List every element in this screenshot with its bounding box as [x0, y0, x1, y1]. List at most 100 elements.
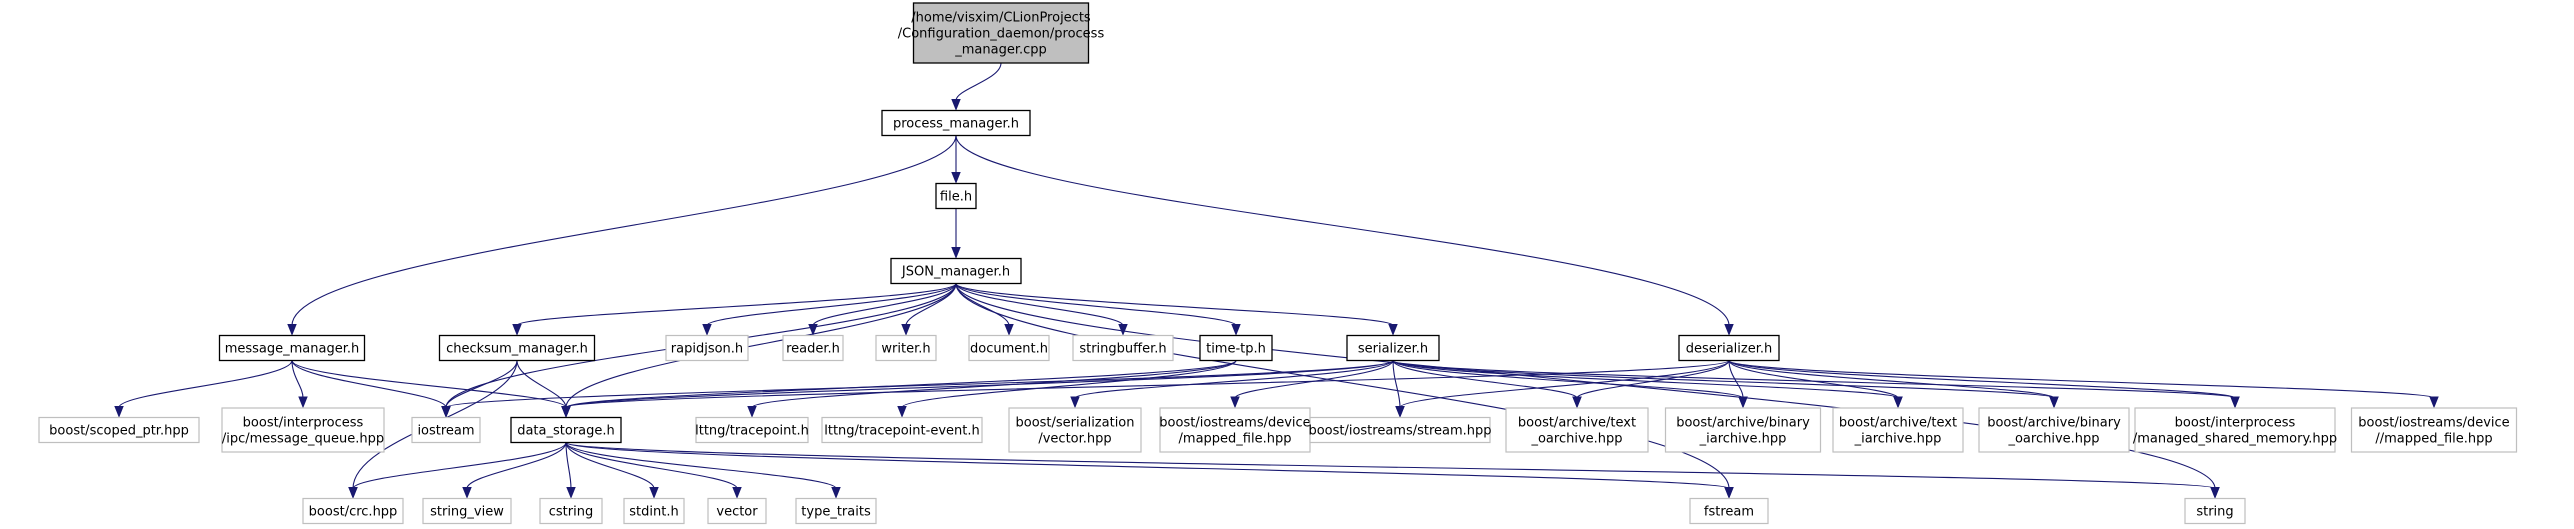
node-box — [1309, 416, 1491, 444]
edge-arrowhead — [348, 487, 358, 499]
node-serializer-h[interactable]: serializer.h — [1346, 334, 1440, 362]
edge-time-tp-h-to-lttng-tracepoint-event — [897, 360, 1237, 418]
node-serialization-vector: boost/serialization/vector.hpp — [1008, 407, 1142, 453]
edge-deserializer-h-to-mapped-file-2 — [1728, 359, 2439, 409]
edge-serializer-h-to-binary-oarchive — [1392, 359, 2059, 409]
edge-line — [118, 360, 293, 408]
node-box — [795, 497, 877, 525]
edge-process-manager-h-to-deserializer-h — [955, 135, 1734, 336]
edge-line — [565, 442, 655, 489]
node-root[interactable]: /home/visxim/CLionProjects/Configuration… — [898, 2, 1105, 64]
edge-data-storage-h-to-cstring — [565, 442, 576, 499]
node-label: /managed_shared_memory.hpp — [2133, 432, 2337, 447]
node-box — [1664, 407, 1822, 453]
node-message-manager-h[interactable]: message_manager.h — [218, 334, 366, 362]
edge-line — [445, 360, 518, 408]
edge-arrowhead — [2429, 396, 2439, 409]
node-label: reader.h — [786, 342, 840, 357]
edge-line — [1399, 360, 1730, 409]
node-label: checksum_manager.h — [446, 342, 588, 357]
node-file-h[interactable]: file.h — [935, 182, 977, 210]
node-deserializer-h[interactable]: deserializer.h — [1678, 334, 1780, 362]
edge-arrowhead — [561, 406, 571, 418]
node-label: serializer.h — [1358, 342, 1428, 357]
node-label: /home/visxim/CLionProjects — [911, 11, 1091, 26]
node-checksum-manager-h[interactable]: checksum_manager.h — [438, 334, 596, 362]
node-label: data_storage.h — [517, 424, 615, 439]
node-label: type_traits — [801, 505, 871, 520]
node-box — [875, 334, 937, 362]
edge-arrowhead — [1724, 324, 1734, 336]
node-label: time-tp.h — [1206, 342, 1266, 357]
edge-line — [1728, 359, 2236, 399]
edge-line — [565, 442, 2216, 490]
node-type-traits: type_traits — [795, 497, 877, 525]
edge-arrowhead — [831, 487, 841, 499]
edge-arrowhead — [512, 324, 522, 336]
edge-line — [955, 283, 1124, 327]
edge-line — [1728, 359, 2435, 399]
edge-arrowhead — [951, 99, 961, 111]
node-label: vector — [716, 505, 758, 520]
edge-data-storage-h-to-string — [565, 442, 2220, 499]
node-json-manager-h[interactable]: JSON_manager.h — [890, 257, 1022, 285]
node-box — [1832, 407, 1964, 453]
node-box — [935, 182, 977, 210]
edge-arrowhead — [747, 406, 757, 418]
node-label: lttng/tracepoint.h — [695, 424, 809, 439]
edge-arrowhead — [901, 324, 911, 336]
edge-line — [445, 360, 1394, 409]
node-stdint-h: stdint.h — [623, 497, 685, 525]
node-box — [1505, 407, 1649, 453]
edge-deserializer-h-to-text-iarchive — [1728, 360, 1903, 409]
node-box — [890, 257, 1022, 285]
edge-line — [516, 283, 957, 327]
node-string: string — [2184, 497, 2246, 525]
node-label: /Configuration_daemon/process — [898, 27, 1105, 42]
node-label: boost/archive/binary — [1987, 416, 2121, 431]
node-label: writer.h — [881, 342, 930, 357]
node-lttng-tracepoint: lttng/tracepoint.h — [695, 416, 809, 444]
edge-process-manager-h-to-message-manager-h — [287, 135, 957, 336]
node-label: boost/archive/text — [1518, 416, 1636, 431]
edge-arrowhead — [441, 406, 451, 418]
node-scoped-ptr: boost/scoped_ptr.hpp — [38, 416, 200, 444]
node-box — [707, 497, 767, 525]
node-label: _oarchive.hpp — [2007, 432, 2099, 447]
node-time-tp-h[interactable]: time-tp.h — [1199, 334, 1273, 362]
edge-line — [1728, 360, 1744, 399]
edge-json-manager-h-to-writer-h — [901, 283, 957, 336]
node-binary-oarchive: boost/archive/binary_oarchive.hpp — [1978, 407, 2130, 453]
edge-arrowhead — [1395, 406, 1405, 418]
node-iostreams-stream: boost/iostreams/stream.hpp — [1308, 416, 1492, 444]
node-label: boost/interprocess — [243, 416, 364, 431]
node-label: boost/archive/binary — [1676, 416, 1810, 431]
edge-line — [955, 283, 1394, 327]
node-label: message_manager.h — [225, 342, 360, 357]
node-data-storage-h[interactable]: data_storage.h — [510, 416, 622, 444]
edge-line — [291, 360, 567, 409]
node-label: deserializer.h — [1686, 342, 1773, 357]
edge-arrowhead — [1388, 324, 1398, 336]
edge-line — [352, 442, 567, 490]
edge-line — [1392, 359, 2055, 399]
edge-arrowhead — [1004, 324, 1014, 336]
edge-file-h-to-json-manager-h — [951, 208, 961, 259]
node-crc-hpp: boost/crc.hpp — [302, 497, 404, 525]
edge-json-manager-h-to-string — [955, 283, 2220, 499]
edge-line — [812, 283, 957, 326]
node-iostreams-mapped-file: boost/iostreams/device/mapped_file.hpp — [1159, 407, 1311, 453]
node-lttng-tracepoint-event: lttng/tracepoint-event.h — [821, 416, 983, 444]
edge-arrowhead — [1738, 396, 1748, 409]
node-process-manager-h[interactable]: process_manager.h — [881, 109, 1031, 137]
edge-line — [466, 442, 567, 489]
edge-line — [1392, 359, 2236, 399]
node-fstream: fstream — [1689, 497, 1769, 525]
edge-line — [565, 283, 957, 408]
edge-arrowhead — [1231, 324, 1241, 336]
node-box — [695, 416, 809, 444]
edge-arrowhead — [1572, 396, 1582, 409]
edge-message-manager-h-to-scoped-ptr — [114, 360, 293, 418]
edge-deserializer-h-to-binary-iarchive — [1728, 360, 1748, 409]
